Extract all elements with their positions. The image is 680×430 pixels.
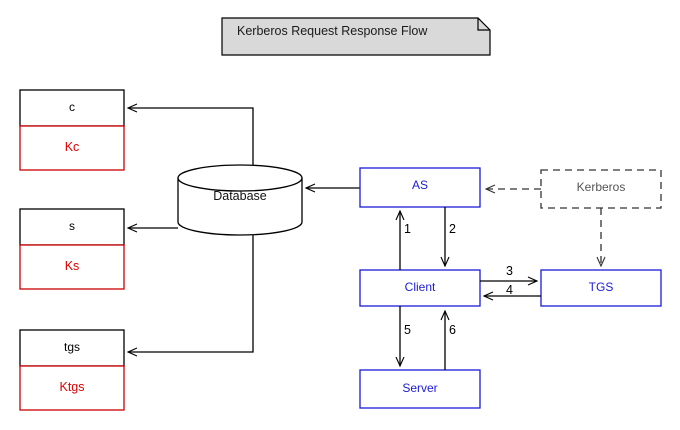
component-box-server xyxy=(359,369,481,409)
title-note-shape xyxy=(221,17,491,56)
component-box-client xyxy=(359,269,481,307)
boundary-box-kerberos xyxy=(540,169,662,209)
entity-box-tgs xyxy=(19,329,125,411)
entity-box-c xyxy=(19,89,125,171)
connector-db-to-c xyxy=(126,103,254,165)
connector-db-to-tgs xyxy=(126,235,254,357)
component-box-tgs xyxy=(540,269,662,307)
component-box-as xyxy=(359,167,481,208)
entity-box-s xyxy=(19,208,125,290)
database-cylinder xyxy=(177,164,303,236)
